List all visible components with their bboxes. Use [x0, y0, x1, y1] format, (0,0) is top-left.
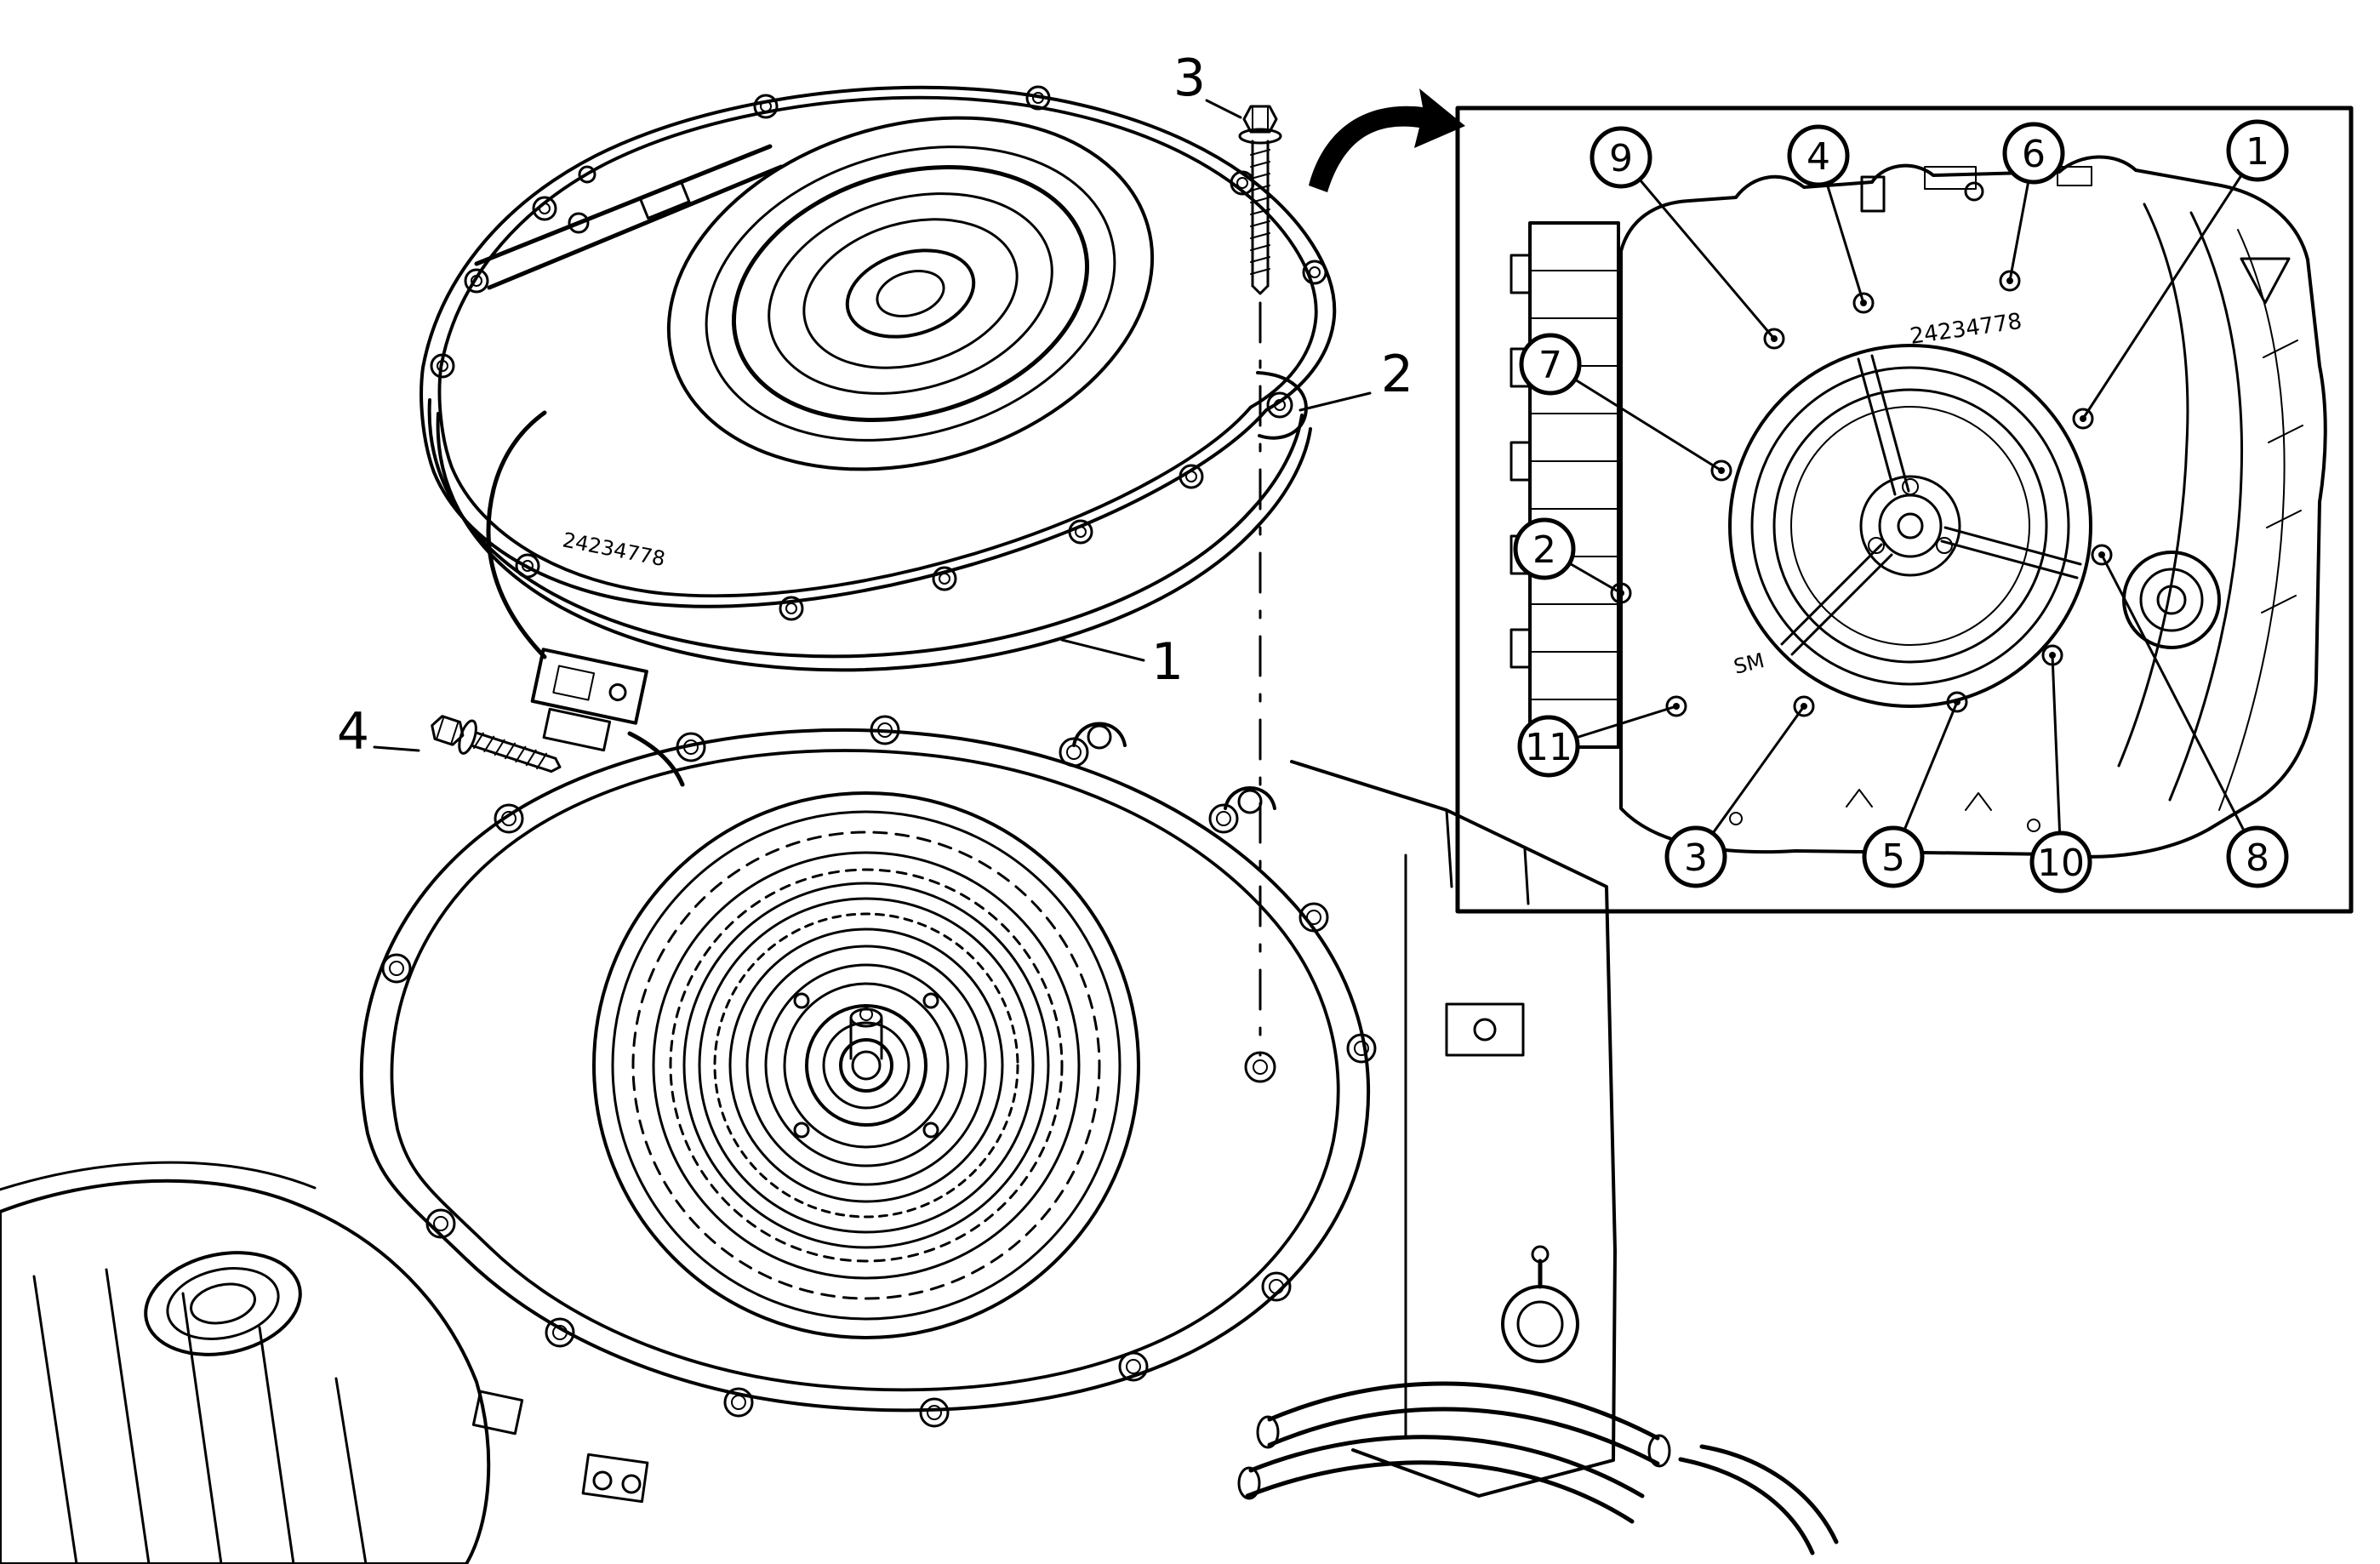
- inset-callout-3: 3: [1664, 825, 1727, 888]
- cover-bolt-holes: [430, 85, 1327, 621]
- inset-callout-4-label: 4: [1806, 135, 1830, 179]
- arrow-to-inset: [1309, 88, 1465, 192]
- inset-leader-lines: [1543, 149, 2259, 864]
- cover-outline: [419, 85, 1337, 608]
- inset-bolt-markers: [1610, 270, 2113, 717]
- transmission-drawing: [359, 715, 1839, 1555]
- inset-callout-10: 10: [2029, 831, 2092, 893]
- callout-label-1: 1: [1151, 632, 1184, 692]
- inset-callout-6-label: 6: [2022, 133, 2046, 176]
- inset-callouts: 9 4 6 1 7 2 11: [1513, 119, 2289, 893]
- inset-case-marking: SM: [1732, 648, 1767, 679]
- inset-callout-1-label: 1: [2246, 130, 2269, 174]
- inset-callout-3-label: 3: [1684, 836, 1708, 880]
- warning-triangle: [2240, 257, 2291, 305]
- gasket-outline: [427, 398, 1304, 659]
- inset-border: [1455, 106, 2354, 914]
- cover-assembly-drawing: 24234778: [419, 85, 1337, 787]
- inset-panel: 24234778 SM: [1455, 106, 2354, 914]
- cover-inner-flange: [437, 95, 1318, 598]
- inset-callout-8: 8: [2226, 825, 2289, 888]
- inset-callout-1: 1: [2226, 119, 2289, 182]
- callout-label-2: 2: [1381, 345, 1413, 404]
- hanger-tabs: [1072, 722, 1276, 814]
- callout-label-3: 3: [1173, 49, 1206, 108]
- engine-block-drawing: [0, 1161, 491, 1564]
- inset-callout-6: 6: [2002, 122, 2065, 185]
- transmission-bolt-ears: [381, 715, 1377, 1428]
- inset-part-number: 24234778: [1909, 309, 2023, 350]
- cover-washer-tab: [1256, 371, 1308, 440]
- inset-callout-11-label: 11: [1525, 726, 1572, 769]
- bolt-4-graphic: [431, 715, 562, 773]
- bolt-3-graphic: [1238, 105, 1282, 295]
- inset-callout-8-label: 8: [2246, 836, 2269, 880]
- cover-dome-rings: [666, 116, 1155, 471]
- inset-callout-7: 7: [1519, 333, 1582, 396]
- cover-harness-bracket: [486, 410, 685, 787]
- inset-callout-2-label: 2: [1532, 528, 1556, 572]
- cover-bracket-rod: [474, 144, 784, 290]
- inset-callout-2: 2: [1513, 517, 1576, 580]
- inset-callout-9: 9: [1590, 126, 1652, 189]
- cooler-hoses: [1237, 1381, 1839, 1555]
- callout-label-4: 4: [337, 702, 369, 762]
- inset-callout-10-label: 10: [2037, 842, 2085, 885]
- inset-callout-4: 4: [1787, 124, 1850, 187]
- inset-callout-11: 11: [1517, 715, 1580, 778]
- inset-callout-5-label: 5: [1881, 836, 1905, 880]
- inset-callout-7-label: 7: [1538, 344, 1562, 387]
- inset-callout-5: 5: [1862, 825, 1925, 888]
- transmission-flange-outline: [359, 728, 1371, 1413]
- clutch-drum-rings: [592, 791, 1140, 1339]
- inset-callout-9-label: 9: [1609, 137, 1633, 180]
- centerline-target-hole: [1244, 1051, 1276, 1083]
- case-right-panel: [1290, 760, 1617, 1498]
- main-callouts: 3 2 1 4: [337, 49, 1413, 762]
- case-bosses: [471, 1390, 649, 1504]
- transmission-inner-flange: [390, 749, 1340, 1392]
- cover-marking-text: 24234778: [561, 528, 667, 571]
